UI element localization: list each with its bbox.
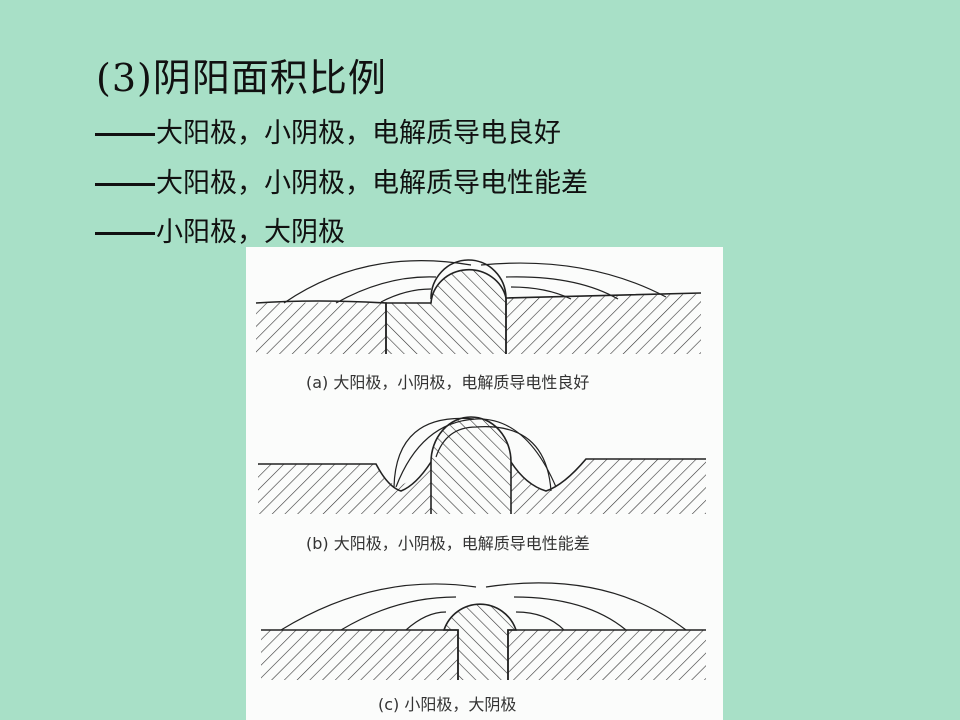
bullet-text: 大阳极，小阴极，电解质导电性能差 [156, 168, 588, 199]
caption-c: (c) 小阳极，大阴极 [378, 695, 517, 714]
slide-title: (3)阴阳面积比例 [96, 56, 387, 100]
bullet-text: 小阳极，大阴极 [156, 217, 345, 248]
corrosion-diagram-figure: (a) 大阳极，小阴极，电解质导电性良好 (b) 大阳极，小阴极，电解质导电性能… [246, 247, 723, 720]
panel-a-diagram [255, 259, 702, 354]
dash-icon [95, 132, 155, 136]
panel-b-diagram [258, 416, 706, 514]
dash-icon [95, 182, 155, 186]
caption-b: (b) 大阳极，小阴极，电解质导电性能差 [306, 534, 590, 553]
bullet-text: 大阳极，小阴极，电解质导电良好 [156, 118, 561, 149]
bullet-item: 大阳极，小阴极，电解质导电性能差 [95, 167, 588, 201]
panel-c-diagram [261, 582, 706, 680]
bullet-item: 大阳极，小阴极，电解质导电良好 [95, 117, 561, 151]
dash-icon [95, 231, 155, 235]
bullet-item: 小阳极，大阴极 [95, 216, 345, 250]
corrosion-diagram-illustration [255, 259, 706, 680]
caption-a: (a) 大阳极，小阴极，电解质导电性良好 [306, 373, 590, 392]
